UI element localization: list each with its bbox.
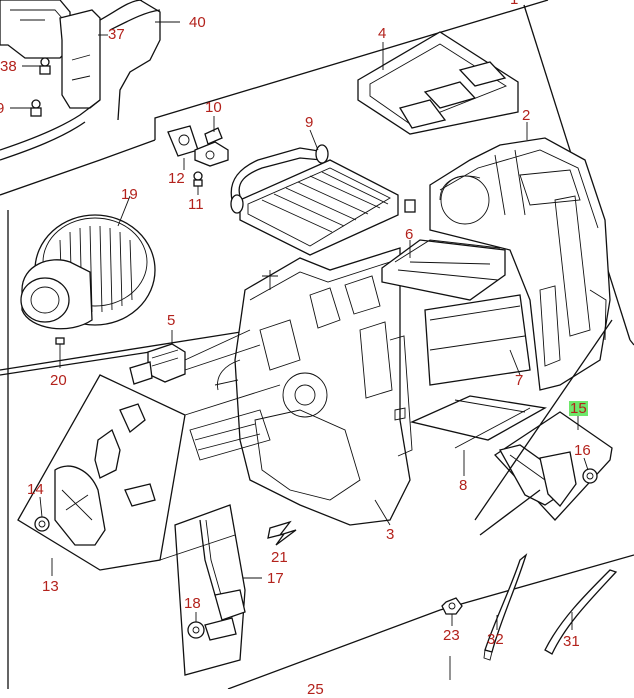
rod-linkage-panel	[174, 504, 262, 676]
link-mechanism-panel	[17, 374, 281, 576]
callout-2[interactable]: 2	[522, 107, 531, 124]
callout-12[interactable]: 12	[168, 170, 185, 187]
filter-cover-frame	[357, 31, 519, 135]
actuator-motor	[129, 329, 261, 385]
callout-11[interactable]: 11	[188, 196, 204, 213]
callout-15-highlighted[interactable]: 15	[569, 400, 588, 417]
callout-37[interactable]: 37	[108, 26, 125, 43]
callout-20[interactable]: 20	[50, 372, 67, 389]
damper-plates	[381, 239, 547, 476]
blower-motor-fan	[20, 195, 156, 368]
heater-core	[230, 129, 416, 256]
callout-31[interactable]: 31	[563, 633, 580, 650]
evaporator-housing	[429, 122, 611, 391]
callout-38[interactable]: 38	[0, 58, 17, 75]
hvac-housing	[189, 247, 413, 526]
callout-7[interactable]: 7	[515, 372, 524, 389]
callout-4[interactable]: 4	[378, 25, 387, 42]
callout-10[interactable]: 10	[205, 99, 222, 116]
mode-link-panel	[474, 319, 613, 536]
callout-21[interactable]: 21	[271, 549, 288, 566]
callout-18[interactable]: 18	[184, 595, 201, 612]
small-clip	[267, 520, 297, 546]
callout-40[interactable]: 40	[189, 14, 206, 31]
callout-16[interactable]: 16	[574, 442, 591, 459]
drain-hoses	[441, 553, 618, 680]
callout-8[interactable]: 8	[459, 477, 468, 494]
callout-14[interactable]: 14	[27, 481, 44, 498]
callout-17[interactable]: 17	[267, 570, 284, 587]
callout-9-left[interactable]: 9	[0, 100, 5, 117]
callout-32[interactable]: 32	[487, 631, 504, 648]
callout-23[interactable]: 23	[443, 627, 460, 644]
bracket-assembly	[0, 0, 180, 161]
callout-3[interactable]: 3	[386, 526, 395, 543]
callout-6[interactable]: 6	[405, 226, 414, 243]
callout-13[interactable]: 13	[42, 578, 59, 595]
callout-19[interactable]: 19	[121, 186, 138, 203]
callout-1[interactable]: 1	[510, 0, 518, 7]
callout-5[interactable]: 5	[167, 312, 176, 329]
callout-9[interactable]: 9	[305, 114, 314, 131]
pipe-clamp-parts	[167, 116, 229, 195]
callout-25[interactable]: 25	[307, 681, 324, 698]
